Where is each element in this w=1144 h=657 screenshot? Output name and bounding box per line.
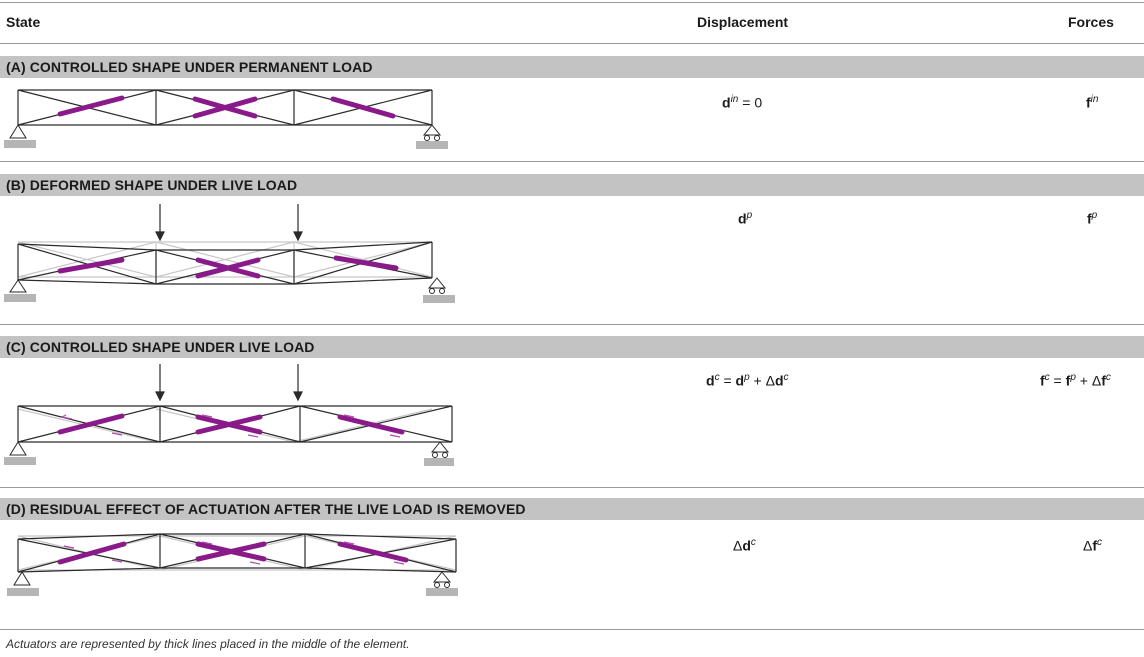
row-b-rule [0,324,1144,325]
section-b-label: (B) DEFORMED SHAPE UNDER LIVE LOAD [6,177,298,193]
row-c-forces: fc = fp + Δfc [1040,372,1111,389]
row-a-rule [0,161,1144,162]
truss-diagram-a [4,89,448,149]
header-displacement: Displacement [697,14,789,30]
header-forces: Forces [1068,14,1114,30]
header-rule [0,43,1144,44]
row-b-displacement: dp [738,210,753,227]
truss-diagram-c [4,364,454,466]
row-c-displacement: dc = dp + Δdc [706,372,789,389]
section-a-bar: (A) CONTROLLED SHAPE UNDER PERMANENT LOA… [0,56,1144,78]
row-d-forces: Δfc [1083,537,1103,554]
section-c-bar: (C) CONTROLLED SHAPE UNDER LIVE LOAD [0,336,1144,358]
footnote: Actuators are represented by thick lines… [6,637,410,651]
top-rule [0,2,1144,3]
row-a-forces: fin [1086,94,1099,111]
section-b-bar: (B) DEFORMED SHAPE UNDER LIVE LOAD [0,174,1144,196]
section-d-label: (D) RESIDUAL EFFECT OF ACTUATION AFTER T… [6,501,526,517]
row-d-displacement: Δdc [733,537,756,554]
row-a-displacement: din = 0 [722,94,763,111]
section-d-bar: (D) RESIDUAL EFFECT OF ACTUATION AFTER T… [0,498,1144,520]
section-a-label: (A) CONTROLLED SHAPE UNDER PERMANENT LOA… [6,59,373,75]
bottom-rule [0,629,1144,630]
truss-diagram-d [7,533,458,596]
section-c-label: (C) CONTROLLED SHAPE UNDER LIVE LOAD [6,339,315,355]
truss-diagram-b [4,204,455,303]
row-b-forces: fp [1087,210,1098,227]
row-c-rule [0,487,1144,488]
header-state: State [6,14,41,30]
